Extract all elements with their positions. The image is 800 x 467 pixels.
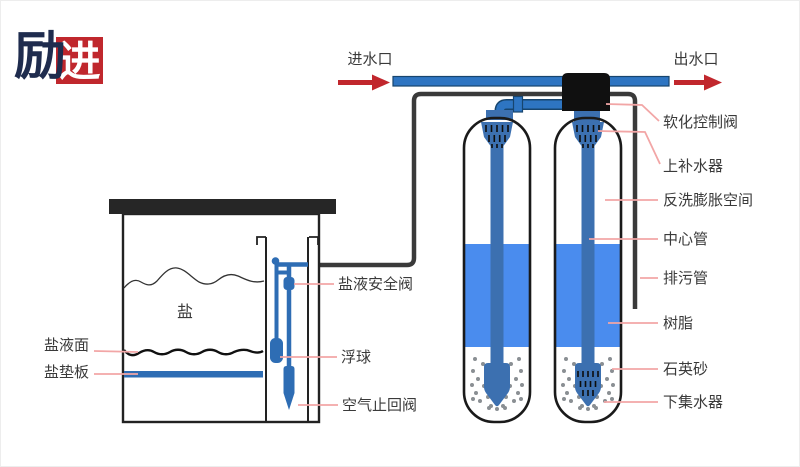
salt-top-wavy-line bbox=[123, 267, 265, 289]
tank2-distributor-slots bbox=[576, 125, 600, 148]
brine-tank-lid bbox=[109, 199, 336, 214]
outlet-label: 出水口 bbox=[673, 51, 718, 68]
pipe-fitting bbox=[512, 95, 524, 113]
upper-distributor-label: 上补水器 bbox=[663, 158, 723, 175]
brine-tank bbox=[109, 199, 336, 424]
salt-plate-label: 盐垫板 bbox=[44, 363, 89, 381]
brine-well-flanges bbox=[256, 236, 319, 245]
leader-lines bbox=[93, 103, 661, 406]
resin-label: 树脂 bbox=[663, 315, 693, 332]
tank1-outline bbox=[462, 116, 532, 424]
brine-and-drain-pipe bbox=[305, 91, 638, 309]
tank2-center-tube bbox=[581, 141, 595, 373]
quartz-sand-label: 石英砂 bbox=[663, 360, 708, 378]
rod-top-cap bbox=[271, 257, 280, 265]
tank2-lower-collector bbox=[575, 363, 601, 407]
inlet-arrow-head bbox=[372, 74, 390, 91]
float-ball-label: 浮球 bbox=[341, 349, 371, 366]
leader-upper-distributor bbox=[597, 130, 661, 165]
logo-char-jin: 进 bbox=[58, 37, 101, 86]
logo-red-square: 进 bbox=[56, 37, 103, 86]
outlet-arrow-head bbox=[704, 74, 722, 91]
softener-valve-label: 软化控制阀 bbox=[663, 114, 738, 131]
backwash-space-label: 反洗膨胀空间 bbox=[663, 192, 753, 209]
salt-label: 盐 bbox=[177, 303, 193, 321]
float-assembly bbox=[270, 257, 308, 410]
brine-safety-valve-body bbox=[283, 277, 295, 290]
tank1-top-cap bbox=[486, 110, 513, 120]
tank2-quartz-sand-dots bbox=[561, 357, 615, 411]
tank2-outline bbox=[553, 116, 623, 424]
softener-control-valve-body bbox=[562, 73, 610, 111]
softener-tank-2 bbox=[553, 105, 623, 424]
brine-safety-valve-label: 盐液安全阀 bbox=[338, 275, 413, 293]
lower-collector-label: 下集水器 bbox=[663, 394, 723, 411]
flow-arrows bbox=[338, 74, 722, 91]
air-check-valve-label: 空气止回阀 bbox=[342, 397, 417, 414]
main-water-pipe bbox=[392, 75, 670, 87]
air-check-valve-body bbox=[283, 366, 295, 410]
softener-tank-1 bbox=[462, 110, 532, 424]
inlet-label: 进水口 bbox=[347, 51, 392, 68]
brine-surface-wavy-line bbox=[123, 348, 264, 357]
float-ball-body bbox=[270, 338, 283, 363]
leader-softener-valve bbox=[605, 103, 660, 122]
tank1-center-tube bbox=[490, 141, 504, 373]
tank1-distributor-slots bbox=[485, 125, 509, 148]
salt-plate-bar bbox=[124, 371, 263, 378]
tank1-lower-collector bbox=[484, 363, 510, 407]
logo-char-li: 励 bbox=[14, 26, 67, 87]
center-tube-label: 中心管 bbox=[663, 231, 708, 248]
brand-logo: 进 励 bbox=[1, 1, 121, 101]
brine-level-label: 盐液面 bbox=[44, 337, 89, 354]
drain-pipe-label: 排污管 bbox=[663, 270, 708, 287]
tank2-collector-slots bbox=[577, 371, 599, 396]
leader-brine-level bbox=[93, 350, 139, 353]
